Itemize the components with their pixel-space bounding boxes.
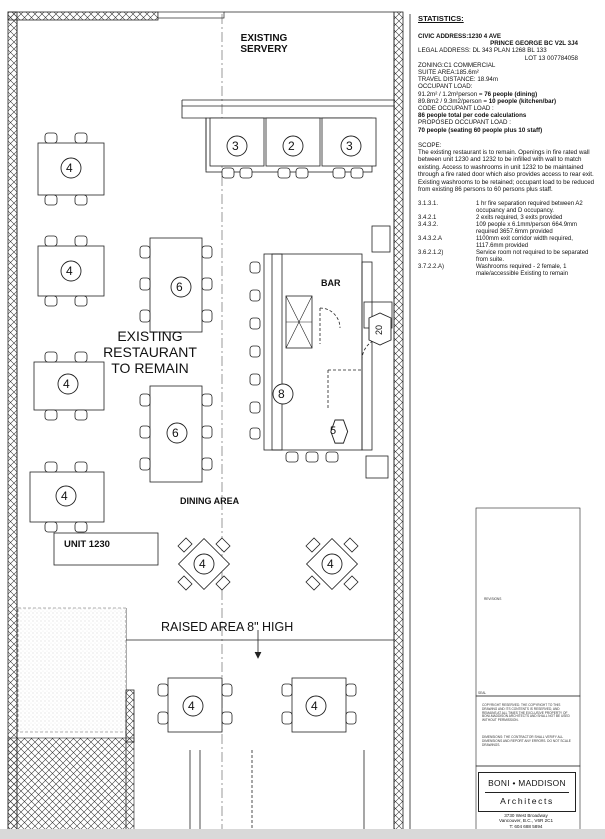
title-block-frame [409, 14, 581, 834]
unit-label: UNIT 1230 [64, 539, 110, 550]
center-table-count-mid: 6 [172, 426, 179, 440]
code-description: Washrooms required - 2 female, 1 male/ac… [476, 264, 569, 278]
zoning: ZONING:C1 COMMERCIAL [418, 61, 496, 69]
code-reference-row: 3.7.2.2.A) Washrooms required - 2 female,… [418, 264, 600, 278]
unit-label-box [53, 532, 159, 566]
existing-servery-label: EXISTING SERVERY [232, 33, 296, 55]
statistics-block: STATISTICS: CIVIC ADDRESS:1230 4 AVE PRI… [418, 14, 600, 278]
firm-name: BONI • MADDISON [488, 778, 566, 788]
bar-label: BAR [321, 278, 341, 288]
bottom-scroll-bar [0, 829, 605, 839]
code-number: 3.6.2.1.2) [418, 250, 444, 257]
count-badges [55, 135, 392, 717]
left-table-count-3: 4 [63, 377, 70, 391]
city-line: PRINCE GEORGE BC V2L 3J4 [490, 40, 578, 48]
code-number: 3.7.2.2.A) [418, 264, 445, 271]
raised-table-count-left: 4 [188, 699, 195, 713]
bar-counter [249, 253, 393, 463]
raised-area [7, 607, 394, 835]
diamond-table-count-right: 4 [327, 557, 334, 571]
code-reference-row: 3.4.3.2.A 1100mm exit corridor width requ… [418, 236, 600, 250]
existing-restaurant-line-2: RESTAURANT [103, 344, 197, 360]
left-table-count-2: 4 [66, 264, 73, 278]
address-line-2: Vancouver, B.C., V6R 2C1 [498, 818, 554, 824]
booth-count-a: 3 [232, 139, 239, 153]
code-number: 3.1.3.1. [418, 201, 439, 208]
code-occupant-load: CODE OCCUPANT LOAD : [418, 105, 494, 113]
lot-line: LOT 13 007784058 [524, 54, 578, 62]
code-description: 1100mm exit corridor width required, 111… [476, 236, 573, 250]
load-dining: 91.2m² / 1.2m²person = 76 people (dining… [418, 91, 600, 98]
legal-address: LEGAL ADDRESS: DL 343 PLAN 1268 BL 133 [418, 47, 547, 55]
code-references: 3.1.3.1. 1 hr fire separation required be… [418, 201, 600, 278]
code-total: 86 people total per code calculations [418, 112, 527, 120]
copyright-text: COPYRIGHT RESERVED. THE COPYRIGHT TO THI… [482, 703, 570, 723]
address-phone: T: 604 688 5894 [509, 823, 543, 829]
code-description: 109 people x 6.1mm/person 664.9mm requir… [476, 222, 578, 236]
scope-text: The existing restaurant is to remain. Op… [418, 149, 595, 194]
diamond-tables [177, 537, 359, 591]
left-table-count-4: 4 [61, 489, 68, 503]
code-number: 3.4.3.2.A [418, 236, 443, 243]
firm-subtitle: Architects [500, 796, 554, 806]
left-table-count-1: 4 [66, 161, 73, 175]
existing-restaurant-line-3: TO REMAIN [111, 360, 189, 376]
code-reference-row: 3.1.3.1. 1 hr fire separation required be… [418, 201, 600, 215]
travel-distance: TRAVEL DISTANCE: 18.94m [418, 76, 499, 84]
existing-restaurant-line-1: EXISTING [117, 328, 183, 344]
existing-restaurant-label: EXISTING RESTAURANT TO REMAIN [86, 328, 214, 376]
load-kitchen-calc: 89.8m2 / 9.3m2/person = [418, 97, 489, 105]
code-reference-row: 3.6.2.1.2) Service room not required to b… [418, 250, 600, 264]
center-table-count-top: 6 [176, 280, 183, 294]
load-dining-calc: 91.2m² / 1.2m²person = [418, 90, 485, 98]
statistics-heading: STATISTICS: [418, 14, 464, 23]
dimensions-text: DIMENSIONS: THE CONTRACTOR SHALL VERIFY … [482, 735, 571, 747]
occupant-load: OCCUPANT LOAD: [418, 83, 473, 91]
proposed-total: 70 people (seating 60 people plus 10 sta… [418, 126, 543, 134]
code-number: 3.4.3.2. [418, 222, 439, 229]
raised-tables [157, 677, 357, 733]
seal-label: SEAL [478, 691, 487, 695]
revisions-label: REVISIONS [484, 597, 502, 601]
load-kitchen: 89.8m2 / 9.3m2/person = 10 people (kitch… [418, 98, 600, 105]
code-description: Service room not required to be separate… [476, 250, 589, 264]
raised-table-count-right: 4 [311, 699, 318, 713]
kitchen-staff-count: 20 [374, 324, 384, 335]
booth-count-b: 2 [288, 139, 295, 153]
code-reference-row: 3.4.2.1 2 exits required, 3 exits provide… [418, 215, 600, 222]
existing-servery-line-2: SERVERY [240, 44, 288, 55]
booth-count-c: 3 [346, 139, 353, 153]
code-description: 2 exits required, 3 exits provided [476, 215, 563, 222]
proposed-load: PROPOSED OCCUPANT LOAD : [418, 119, 511, 127]
booth-seating [209, 117, 377, 179]
code-description: 1 hr fire separation required between A2… [476, 201, 583, 215]
address-line-1: 3730 West Broadway [504, 813, 548, 818]
existing-servery-line-1: EXISTING [240, 33, 288, 44]
diamond-table-count-left: 4 [199, 557, 206, 571]
bar-service-count: 5 [330, 425, 337, 437]
code-reference-row: 3.4.3.2. 109 people x 6.1mm/person 664.9m… [418, 222, 600, 236]
firm-address: 3730 West Broadway Vancouver, B.C., V6R … [478, 813, 574, 829]
scope-heading: SCOPE: [418, 141, 442, 149]
firm-logo-block: BONI • MADDISON Architects [478, 772, 576, 812]
suite-area: SUITE AREA:185.6m² [418, 69, 479, 77]
raised-area-label: RAISED AREA 8" HIGH [161, 620, 294, 634]
bar-stool-count: 8 [278, 387, 285, 401]
load-kitchen-result: 10 people (kitchen/bar) [488, 97, 557, 105]
load-dining-result: 76 people (dining) [484, 90, 538, 98]
dining-area-label: DINING AREA [180, 496, 240, 506]
civic-address: CIVIC ADDRESS:1230 4 AVE [418, 33, 501, 40]
code-number: 3.4.2.1 [418, 215, 437, 222]
